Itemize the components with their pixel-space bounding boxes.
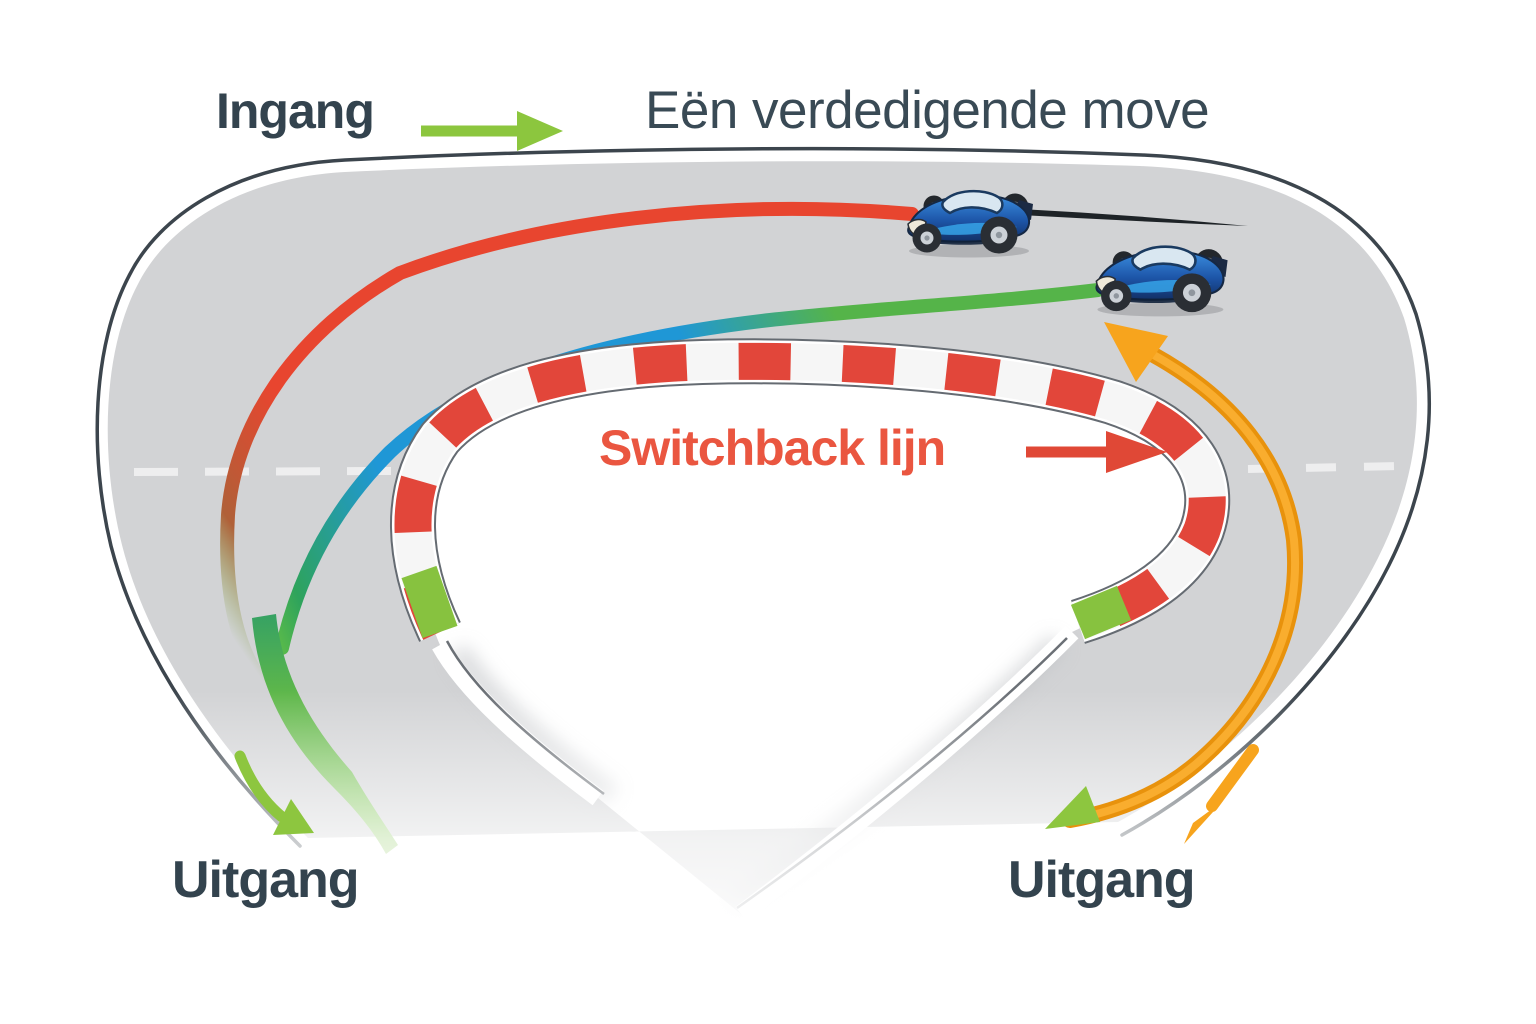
entry-arrow <box>421 111 563 151</box>
green-down-left-arrowhead <box>1045 786 1100 829</box>
entry-label: Ingang <box>216 83 375 139</box>
diagram-title: Eën verdedigende move <box>645 81 1210 140</box>
bottom-fade <box>0 690 1536 1024</box>
outer-edge-line <box>95 146 1432 848</box>
exit-label-right: Uitgang <box>1008 851 1196 909</box>
exit-arrow-right-orange <box>1184 744 1259 844</box>
switchback-arrow <box>1026 431 1167 473</box>
exit-arrow-left-green <box>234 750 314 835</box>
switchback-label: Switchback lijn <box>599 420 946 476</box>
race-car-icon <box>906 189 1035 259</box>
racing-line-orange <box>1062 346 1303 828</box>
orange-up-left-arrowhead <box>1104 322 1168 382</box>
race-car-icon <box>1095 245 1229 318</box>
exit-label-left: Uitgang <box>172 851 360 909</box>
curb <box>390 338 1231 644</box>
curb-green-cap-right <box>1070 585 1132 640</box>
racing-line-red <box>220 201 919 689</box>
curb-green-cap-left <box>401 565 458 639</box>
motion-streak <box>1002 208 1248 226</box>
